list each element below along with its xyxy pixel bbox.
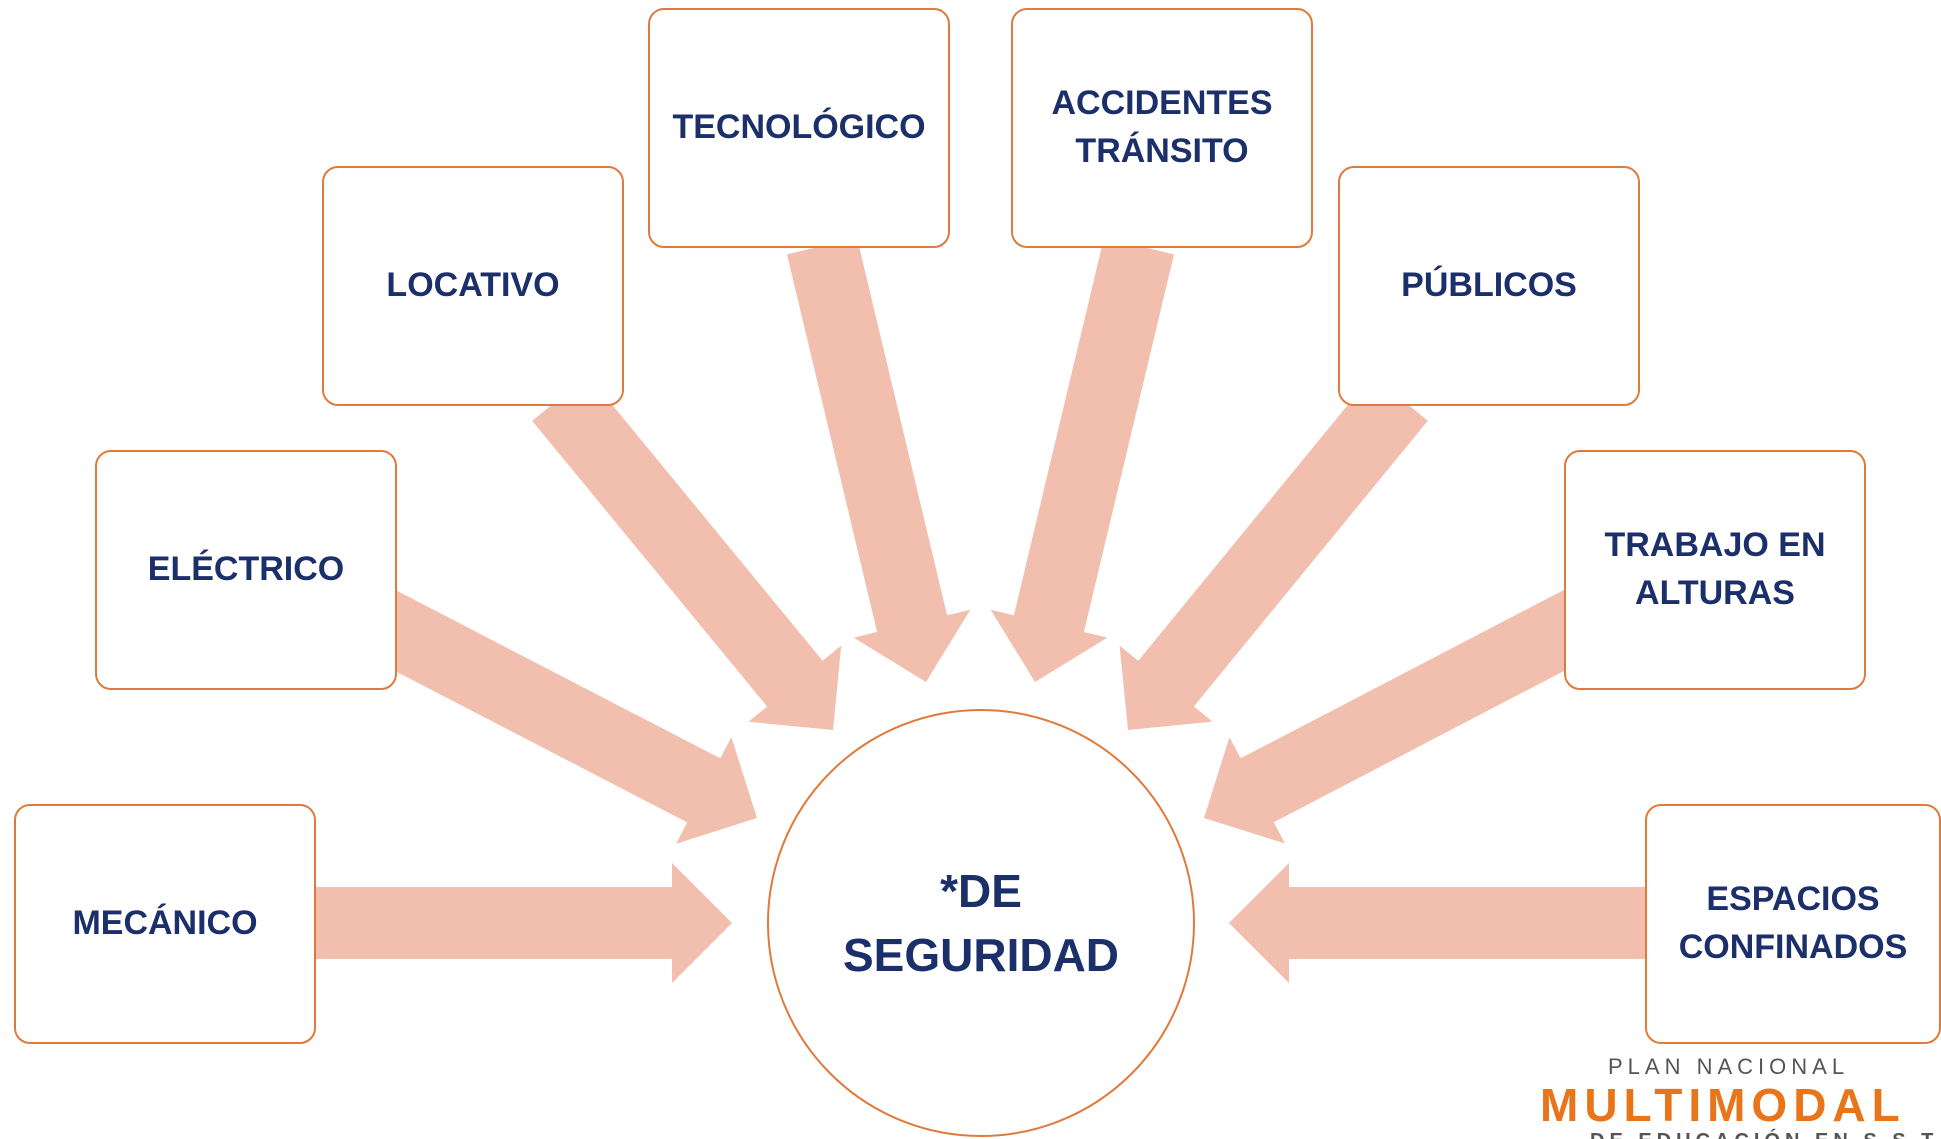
node-electrico: ELÉCTRICO <box>95 450 397 690</box>
node-mecanico: MECÁNICO <box>14 804 316 1044</box>
arrow-locativo <box>532 375 842 730</box>
arrow-trabajo <box>1204 588 1601 844</box>
arrow-mecanico <box>316 863 732 983</box>
node-label: TECNOLÓGICO <box>672 108 926 147</box>
center-label: *DE SEGURIDAD <box>842 864 1120 981</box>
arrow-electrico <box>358 588 757 844</box>
node-trabajo-en-alturas: TRABAJO EN ALTURAS <box>1564 450 1866 690</box>
node-accidentes-transito: ACCIDENTES TRÁNSITO <box>1011 8 1313 248</box>
arrow-espacios <box>1229 863 1645 983</box>
node-tecnologico: TECNOLÓGICO <box>648 8 950 248</box>
node-label: LOCATIVO <box>386 266 560 305</box>
arrow-tecnologico <box>787 237 971 682</box>
arrow-accidentes <box>990 237 1174 682</box>
node-label: ESPACIOS CONFINADOS <box>1678 880 1908 966</box>
logo-main-text: MULTIMODAL <box>1540 1079 1906 1131</box>
node-label: PÚBLICOS <box>1401 266 1577 305</box>
node-publicos: PÚBLICOS <box>1338 166 1640 406</box>
node-locativo: LOCATIVO <box>322 166 624 406</box>
multimodal-logo: PLAN NACIONAL MULTIMODAL DE EDUCACIÓN EN… <box>1530 1048 1941 1139</box>
logo-bottom-text: DE EDUCACIÓN EN S.S.T. <box>1590 1130 1941 1139</box>
node-label: TRABAJO EN ALTURAS <box>1604 526 1826 612</box>
node-label: ACCIDENTES TRÁNSITO <box>1051 84 1273 170</box>
arrow-publicos <box>1119 375 1428 730</box>
node-label: MECÁNICO <box>72 904 258 943</box>
node-espacios-confinados: ESPACIOS CONFINADOS <box>1645 804 1941 1044</box>
center-circle: *DE SEGURIDAD <box>767 709 1195 1137</box>
node-label: ELÉCTRICO <box>147 550 345 589</box>
logo-top-text: PLAN NACIONAL <box>1608 1054 1850 1079</box>
